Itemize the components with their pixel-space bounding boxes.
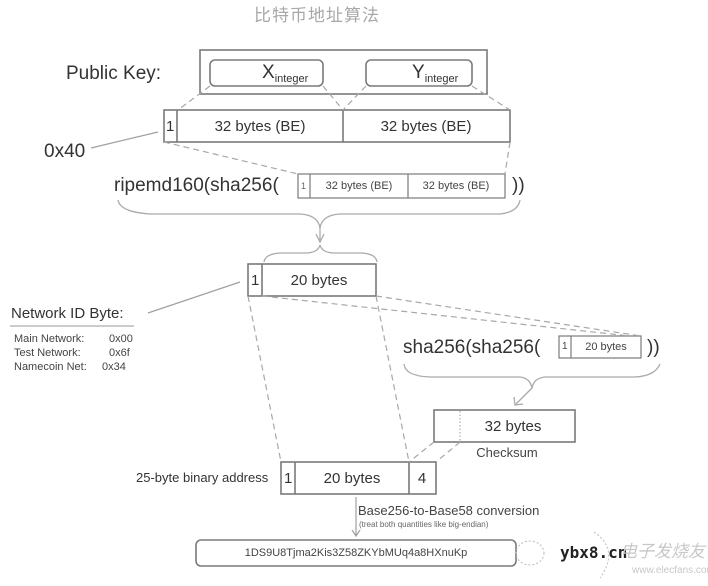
hash160-field: 20 bytes	[290, 272, 348, 289]
watermark-url: www.elecfans.com	[632, 565, 708, 576]
bitcoin-address: 1DS9U8Tjma2Kis3Z58ZKYbMUq4a8HXnuKp	[244, 547, 468, 559]
ripemd-x-field: 32 bytes (BE)	[325, 180, 393, 192]
network-id-heading: Network ID Byte:	[11, 305, 124, 322]
conversion-note: (treat both quantities like big-endian)	[359, 520, 489, 529]
hash160-box	[247, 263, 377, 297]
double-sha-function-close: ))	[647, 337, 660, 358]
binary-checksum-field: 4	[417, 470, 427, 487]
network-value: 0x00	[109, 333, 133, 345]
network-name: Test Network:	[14, 347, 81, 359]
network-name: Main Network:	[14, 333, 85, 345]
double-sha-function-open: sha256(sha256(	[403, 337, 541, 358]
double-sha-input-box	[558, 335, 642, 359]
binary-address-box	[280, 461, 437, 495]
public-key-label: Public Key:	[66, 63, 162, 84]
network-row-test: Test Network: 0x6f	[14, 347, 130, 359]
binary-address-label: 25-byte binary address	[136, 470, 269, 485]
checksum-box	[433, 409, 576, 443]
watermark-brand: 电子发烧友	[620, 542, 705, 561]
y-integer-main: Y	[412, 62, 425, 83]
hash160-prefix-byte: 1	[251, 272, 260, 289]
key-bytes-box	[163, 109, 511, 143]
ripemd-prefix-byte: 1	[301, 181, 307, 191]
x-integer-sub: integer	[274, 73, 309, 85]
network-value: 0x6f	[109, 347, 130, 359]
watermark-site: ybx8.cn	[560, 543, 628, 562]
y-integer-box	[365, 59, 473, 87]
x-integer-main: X	[262, 62, 275, 83]
double-sha-field: 20 bytes	[585, 341, 627, 353]
key-prefix-byte: 1	[166, 118, 175, 135]
prefix-0x40-label: 0x40	[44, 141, 86, 162]
key-y-field: 32 bytes (BE)	[380, 118, 472, 135]
public-key-frame	[199, 49, 488, 95]
ripemd-function-open: ripemd160(sha256(	[114, 175, 279, 196]
network-name: Namecoin Net:	[14, 361, 87, 373]
conversion-label: Base256-to-Base58 conversion	[358, 503, 540, 518]
key-x-field: 32 bytes (BE)	[214, 118, 306, 135]
binary-prefix-byte: 1	[284, 470, 293, 487]
network-value: 0x34	[102, 361, 126, 373]
ripemd-function-close: ))	[512, 175, 525, 196]
binary-hash-field: 20 bytes	[323, 470, 381, 487]
checksum-field: 32 bytes	[484, 418, 542, 435]
ripemd-input-box	[297, 173, 506, 199]
diagram-title: 比特币地址算法	[254, 6, 380, 26]
network-row-main: Main Network: 0x00	[14, 333, 133, 345]
double-sha-prefix-byte: 1	[562, 341, 568, 352]
network-row-namecoin: Namecoin Net: 0x34	[14, 361, 126, 373]
y-integer-sub: integer	[424, 73, 459, 85]
x-integer-label: Xinteger	[262, 63, 308, 85]
checksum-caption: Checksum	[476, 445, 538, 460]
x-integer-box	[209, 59, 324, 87]
y-integer-label: Yinteger	[412, 63, 458, 85]
ripemd-y-field: 32 bytes (BE)	[422, 180, 490, 192]
